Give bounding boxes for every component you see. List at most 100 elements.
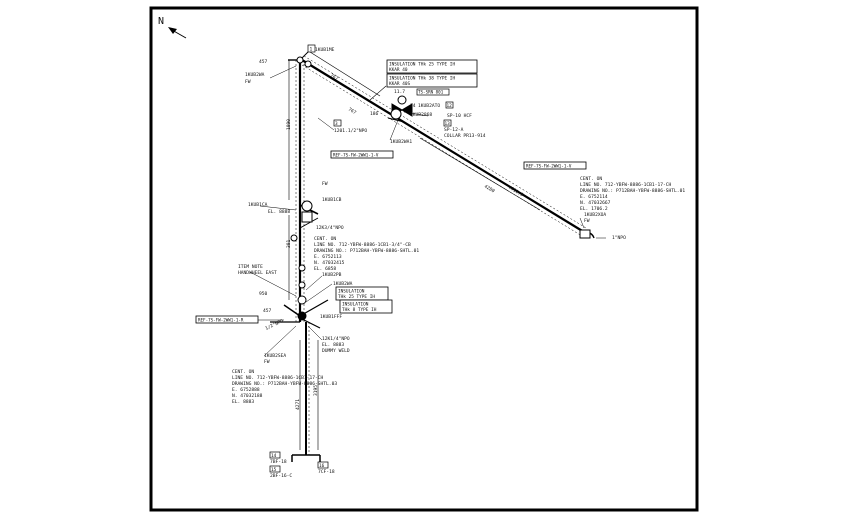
fw-right: FW (584, 218, 590, 224)
npo-mid: 12K3/4"NPO (316, 225, 344, 231)
item-note-line-1: ITEM NOTE (238, 264, 263, 270)
instrument-icon (290, 234, 306, 289)
mid-valve-icon (301, 200, 313, 223)
right-block-line-1: CENT. ON (580, 176, 602, 182)
north-arrow-icon (168, 27, 187, 39)
npo-right: 1"NPO (612, 235, 626, 241)
spec-hp: SP-10 HCF (447, 113, 472, 119)
box-marker-14 (269, 451, 281, 459)
box-marker-3-label: 3 (335, 121, 338, 127)
spec-pipe: SP-12-A (444, 127, 464, 133)
tag-tee-c: 7CF-18 (318, 469, 335, 475)
tag-1kub2wa1: 1KUB2WA1 (390, 139, 412, 145)
north-label: N (158, 16, 164, 27)
callout-riser-label: REF-7S-FW-2WW1-1-V (333, 153, 379, 158)
lower-valve-icon (297, 295, 307, 321)
tag-1kub1ca: 1KUB1CA (248, 202, 268, 208)
dimension-lines (288, 51, 541, 450)
dim-950: 950 (259, 291, 268, 297)
dim-4271: 4271 (295, 399, 301, 410)
right-block-line-6: EL. 1706.2 (580, 206, 608, 212)
insulation-line-3: INSULATION THk 38 TYPE IH (389, 76, 455, 82)
callout-left (195, 315, 259, 324)
insulation-callout-top: INSULATION THk 25 TYPE IH KKAR 40 INSULA… (369, 59, 478, 101)
lower-insulation-line-1: INSULATION (338, 289, 365, 295)
mid-block-line-1: CENT. ON (314, 236, 336, 242)
dim-381: 381 (286, 239, 292, 248)
el-8888: EL. 8888 (268, 209, 290, 215)
fw-top: FW (245, 79, 251, 85)
box-marker-15-label: 15 (271, 467, 277, 473)
mid-block-line-6: EL. 6858 (314, 266, 336, 272)
dim-11-7: 11.7 (394, 89, 405, 95)
box-marker-15 (269, 465, 281, 473)
spec-collar: COLLAR PR13-914 (444, 133, 486, 139)
top-fitting-icon (296, 56, 312, 68)
insulation-line-1: INSULATION THk 25 TYPE IH (389, 62, 455, 68)
bottom-block-line-6: EL. 8883 (232, 399, 254, 405)
insulation-line-2: KKAR 40 (389, 67, 408, 73)
mid-block-line-4: E. 6752113 (314, 254, 342, 260)
callout-right (523, 161, 587, 170)
dim-767-a: 767 (329, 73, 339, 83)
mid-block-line-2: LINE NO. 712-YBFW-8886-1CB1-3/4"-CB (314, 242, 411, 248)
tag-1kub1cb: 1KUB1CB (322, 197, 342, 203)
right-end-coordinates: CENT. ON LINE NO. 712-YBFW-8886-1CB1-17-… (580, 176, 685, 241)
box-marker-16 (317, 461, 329, 469)
right-block-line-5: N. 47032667 (580, 200, 611, 206)
leader-lines (249, 65, 606, 357)
tag-box-top (416, 88, 450, 96)
callout-left-label: REF-7S-FW-2WW1-1-R (198, 318, 244, 323)
dim-186: 186 (370, 111, 379, 117)
npo-low-2: 12K1/4"NPO (322, 336, 350, 342)
callout-right-label: REF-7S-FW-2WW1-1-V (526, 164, 572, 169)
box-marker-12-label: 12 (447, 103, 453, 109)
tag-box-top-label: TS-SRN 801 (418, 90, 444, 95)
box-marker-1-label: 1 (310, 47, 313, 53)
lower-insulation-line-3: INSULATION (342, 302, 369, 308)
box-marker-1 (307, 44, 316, 53)
dim-1890: 1890 (286, 119, 292, 130)
item-note-line-2: HANDWHEEL EAST (238, 270, 277, 276)
bottom-block-line-4: E. 6752888 (232, 387, 260, 393)
bottom-block-line-1: CENT. ON (232, 369, 254, 375)
tag-1kub2ato: 1KUB2ATO (418, 103, 440, 109)
fw-mid: FW (322, 181, 328, 187)
el-low: EL. 8883 (322, 342, 344, 348)
box-marker-13 (443, 119, 452, 127)
fw-low: FW (264, 359, 270, 365)
dummy-weld: DUMMY WELD (322, 348, 350, 354)
dim-1201: 1201.1/2"NPO (334, 128, 367, 134)
tag-1kub2xoa: 1KUB2XOA (584, 212, 606, 218)
box-marker-13-label: 13 (445, 121, 451, 127)
tag-1kub2wa-low: 1KUB2WA (333, 281, 353, 287)
mid-block-line-5: N. 47032415 (314, 260, 345, 266)
tag-tee-a: 7BF-18 (270, 459, 287, 465)
mid-coordinates: CENT. ON LINE NO. 712-YBFW-8886-1CB1-3/4… (314, 236, 419, 272)
insulation-callout-lower: INSULATION THk 25 TYPE IH INSULATION THk… (335, 286, 393, 314)
lower-insulation-line-2: THk 25 TYPE IH (338, 294, 375, 300)
valve-symbols (290, 56, 591, 321)
dim-457-top: 457 (259, 59, 268, 65)
tag-1kub2wa: 1KUB2WA (245, 72, 265, 78)
box-marker-14-label: 14 (271, 453, 277, 459)
tag-1kub1fff: 1KUB1FFF (320, 314, 342, 320)
tag-1kub1me: 1KUB1ME (315, 47, 335, 53)
bottom-block-line-3: DRAWING NO.: P712BAH-YBFW-8886-SHTL.03 (232, 381, 337, 387)
pipe-runs (270, 47, 595, 462)
pipe-diagonal-header (301, 59, 585, 233)
box-marker-3 (333, 119, 342, 127)
box-marker-12 (445, 101, 454, 109)
bottom-block-line-5: N. 47032188 (232, 393, 263, 399)
dim-457-low: 457 (263, 308, 272, 314)
bottom-block-line-2: LINE NO. 712-YBFW-8886-1CB1-17-CH (232, 375, 324, 381)
mid-block-line-3: DRAWING NO.: P712BAH-YBFW-8886-SHTL.01 (314, 248, 419, 254)
dim-4280: 4280 (483, 184, 496, 195)
lower-insulation-line-4: THk 8 TYPE IH (342, 307, 377, 313)
bottom-left-coordinates: CENT. ON LINE NO. 712-YBFW-8886-1CB1-17-… (232, 369, 337, 405)
right-block-line-3: DRAWING NO.: P712BAH-YBFW-8886-SHTL.01 (580, 188, 685, 194)
tag-1kub2pb: 1KUB2PB (322, 272, 342, 278)
tag-1kub2sea: 1KUB2SEA (264, 353, 286, 359)
dim-767-b: 767 (347, 107, 357, 117)
